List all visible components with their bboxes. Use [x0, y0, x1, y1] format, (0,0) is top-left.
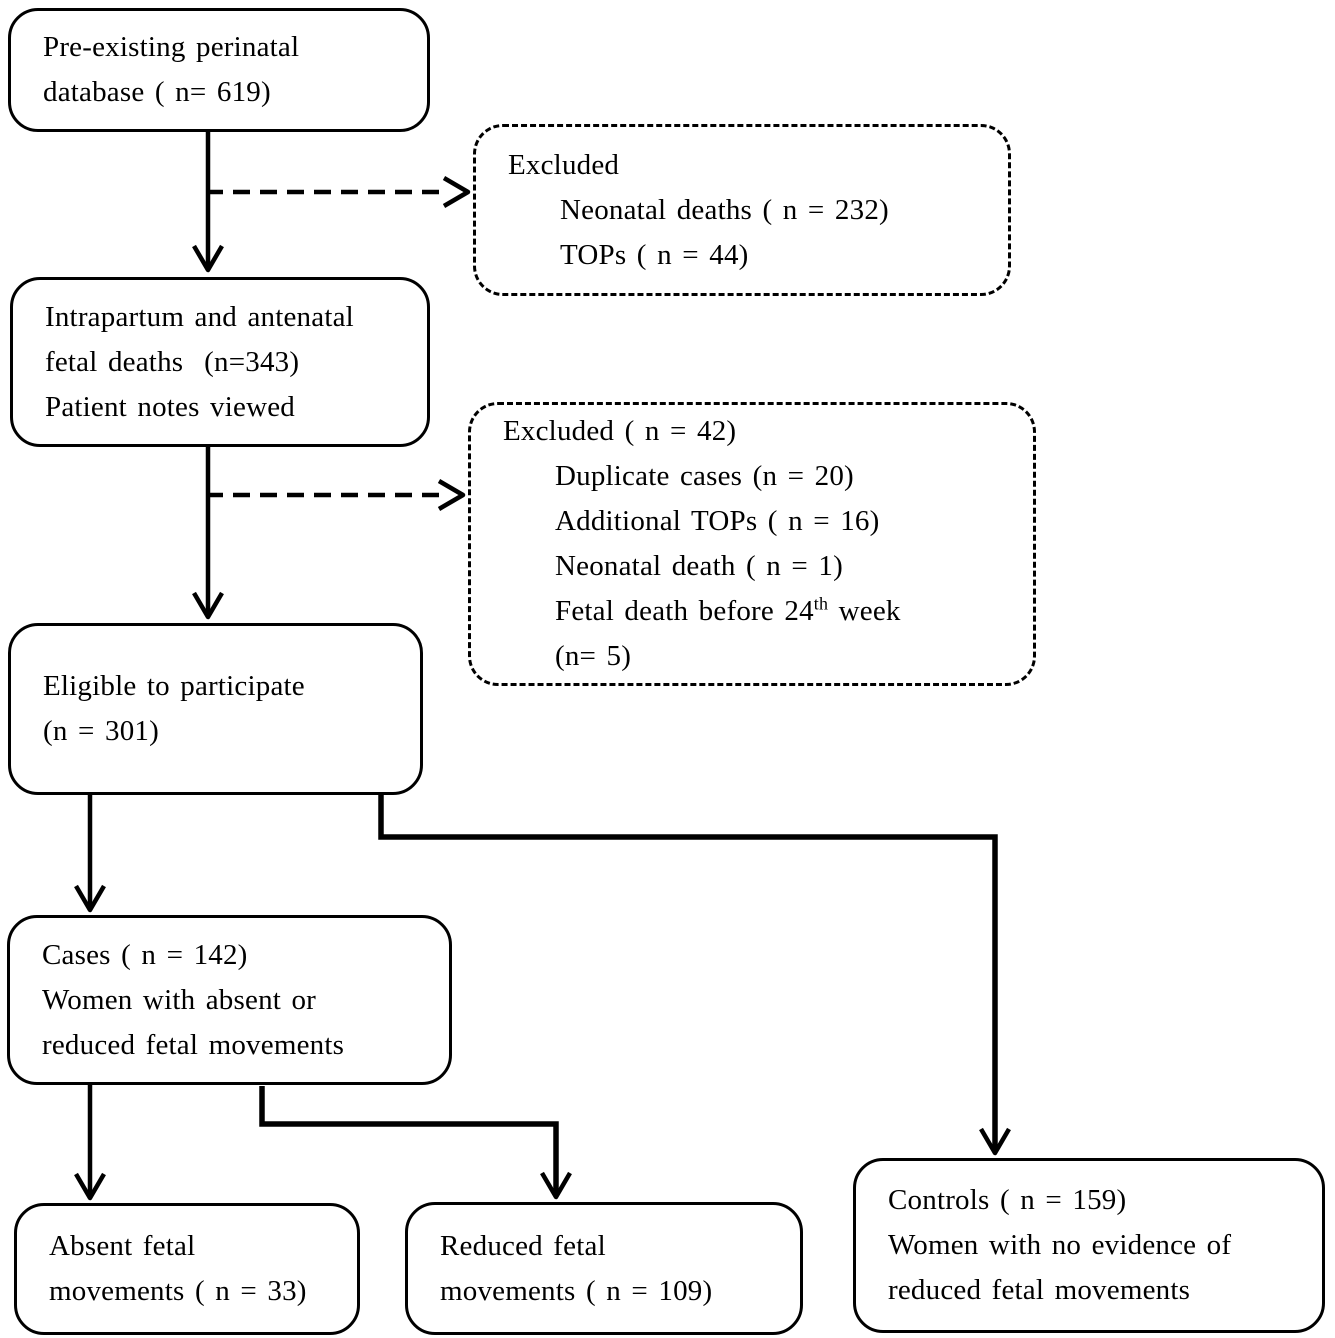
arrow-eligible-to-cases-head	[74, 884, 106, 913]
excluded2-item: Fetal death before 24th week	[471, 589, 1033, 634]
cases-box: Cases ( n = 142) Women with absent or re…	[7, 915, 452, 1085]
eligible-box-line: Eligible to participate	[43, 670, 305, 702]
excluded1-title: Excluded	[508, 148, 620, 181]
excluded2-item: Duplicate cases (n = 20)	[555, 460, 854, 492]
eligible-box: Eligible to participate (n = 301)	[8, 623, 423, 795]
deaths-box-line: Patient notes viewed	[45, 390, 296, 423]
arrow-database-to-deaths-head	[192, 244, 224, 273]
eligible-box-line: (n = 301)	[43, 715, 159, 747]
excluded2-title: Excluded ( n = 42)	[503, 415, 737, 447]
absent-box-line: movements ( n = 33)	[49, 1275, 307, 1307]
reduced-box-line: movements ( n = 109)	[440, 1274, 713, 1307]
excluded2-item: Neonatal death ( n = 1)	[555, 550, 843, 582]
arrow-cases-to-reduced-shaft	[259, 1086, 559, 1195]
deaths-box-line: Intrapartum and antenatal	[45, 300, 354, 333]
arrow-eligible-to-controls-head	[979, 1127, 1011, 1156]
excluded2-item-superscript: th	[813, 593, 829, 614]
cases-box-line: reduced fetal movements	[42, 1028, 345, 1061]
excluded2-box: Excluded ( n = 42) Duplicate cases (n = …	[468, 402, 1036, 686]
excluded2-item-text: week	[828, 595, 901, 627]
controls-box: Controls ( n = 159) Women with no eviden…	[853, 1158, 1325, 1333]
database-box-line: database ( n= 619)	[43, 76, 271, 108]
absent-box: Absent fetal movements ( n = 33)	[14, 1203, 360, 1335]
controls-box-line: Women with no evidence of	[888, 1229, 1232, 1261]
excluded2-item: Additional TOPs ( n = 16)	[555, 505, 880, 537]
database-box: Pre-existing perinatal database ( n= 619…	[8, 8, 430, 132]
absent-box-line: Absent fetal	[49, 1230, 196, 1262]
deaths-box: Intrapartum and antenatal fetal deaths (…	[10, 277, 430, 447]
excluded1-item: Neonatal deaths ( n = 232)	[560, 193, 889, 226]
controls-box-line: reduced fetal movements	[888, 1274, 1191, 1306]
deaths-box-line: fetal deaths (n=343)	[45, 345, 300, 378]
cases-box-line: Cases ( n = 142)	[42, 938, 248, 971]
excluded2-item: (n= 5)	[555, 640, 632, 672]
database-box-line: Pre-existing perinatal	[43, 31, 300, 63]
reduced-box: Reduced fetal movements ( n = 109)	[405, 1202, 803, 1335]
arrow-to-excluded2-head	[437, 479, 466, 511]
arrow-eligible-to-controls-shaft	[378, 795, 998, 1150]
arrow-cases-to-absent-head	[74, 1172, 106, 1201]
arrow-deaths-to-eligible-head	[192, 591, 224, 620]
cases-box-line: Women with absent or	[42, 983, 317, 1016]
arrow-cases-to-reduced-head	[540, 1171, 572, 1200]
arrow-to-excluded1-head	[442, 176, 471, 208]
excluded1-item: TOPs ( n = 44)	[560, 238, 749, 271]
controls-box-line: Controls ( n = 159)	[888, 1184, 1127, 1216]
excluded2-item-text: Fetal death before 24	[555, 595, 814, 627]
reduced-box-line: Reduced fetal	[440, 1229, 606, 1262]
excluded1-box: Excluded Neonatal deaths ( n = 232) TOPs…	[473, 124, 1011, 296]
